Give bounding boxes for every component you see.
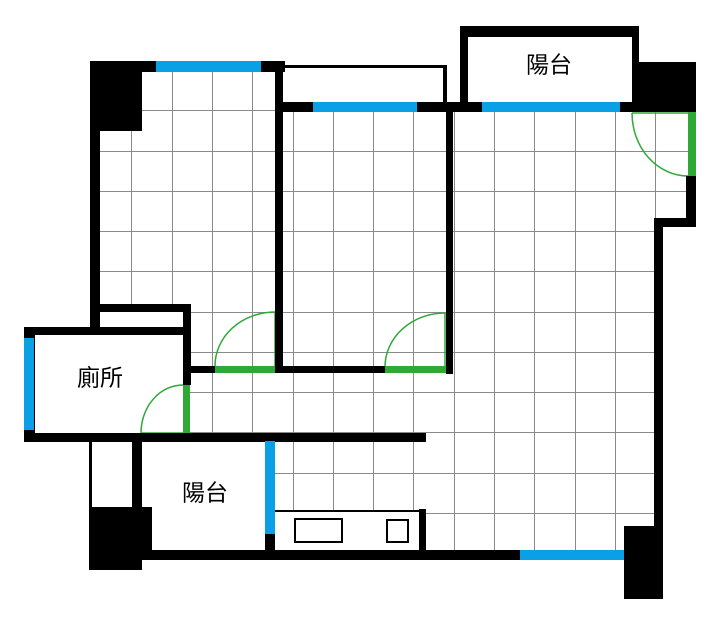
duct-top-line	[283, 65, 447, 68]
duct-east-line	[443, 65, 447, 102]
middle-east-partition	[446, 102, 453, 374]
walls	[24, 26, 696, 599]
north-balcony-top-wall	[460, 26, 639, 37]
north-balcony-east-wall	[632, 26, 639, 103]
middle-room-door-swing	[384, 312, 446, 368]
south-balcony-label: 陽台	[182, 480, 228, 507]
storage-west-line	[89, 441, 92, 507]
southwest-column-lower	[89, 550, 142, 570]
toilet-west-window-icon	[24, 338, 34, 430]
northeast-column	[632, 62, 696, 112]
door-swing-arc-icon	[384, 312, 446, 368]
door-swing-arc-icon	[140, 384, 184, 434]
west-room-door-icon	[215, 366, 275, 373]
west-room-north-wall-left	[90, 61, 156, 72]
west-middle-partition	[275, 61, 283, 373]
middle-room-south-wall	[283, 366, 385, 373]
north-balcony-west-wall	[460, 26, 468, 103]
west-room-south-wall	[190, 366, 215, 373]
door-swing-arc-icon	[631, 112, 689, 177]
entrance-door-icon	[688, 112, 696, 176]
middle-room-north-wall-left	[275, 102, 313, 112]
south-wall	[142, 550, 520, 560]
toilet-door-icon	[183, 385, 190, 433]
west-room-west-wall	[90, 61, 100, 328]
toilet-north-wall	[24, 327, 190, 335]
entrance-door-swing	[631, 112, 689, 177]
windows	[24, 61, 624, 560]
middle-room-door-icon	[385, 366, 446, 373]
toilet-east-wall	[183, 304, 191, 385]
west-room-north-wall-right	[261, 61, 285, 72]
kitchen-stove	[386, 519, 409, 543]
kitchen-counter-top-line	[275, 510, 420, 512]
east-wall-upper	[686, 176, 696, 227]
east-wall-lower	[654, 218, 663, 599]
corridor-south-wall	[24, 433, 426, 442]
living-south-window-icon	[520, 550, 624, 560]
east-wall-step	[654, 218, 696, 227]
south-balcony-east-wall	[265, 534, 275, 550]
north-balcony-label: 陽台	[526, 52, 572, 79]
kitchen-counter-end	[419, 509, 426, 550]
middle-room-north-window-icon	[313, 102, 417, 112]
door-swing-arc-icon	[214, 311, 276, 367]
west-room-north-window-icon	[156, 61, 261, 72]
toilet-door-swing	[140, 384, 184, 434]
middle-east-north-wall	[417, 102, 482, 112]
southeast-column	[624, 526, 663, 599]
toilet-label: 廁所	[77, 365, 123, 392]
east-room-north-window-icon	[482, 102, 620, 112]
closet-top-wall	[90, 304, 190, 312]
southwest-column	[89, 507, 152, 550]
kitchen-sink	[294, 518, 343, 543]
west-room-door-swing	[214, 311, 276, 367]
storage-partition	[132, 441, 142, 507]
south-balcony-east-window-icon	[265, 441, 275, 534]
door-openings	[183, 112, 696, 433]
